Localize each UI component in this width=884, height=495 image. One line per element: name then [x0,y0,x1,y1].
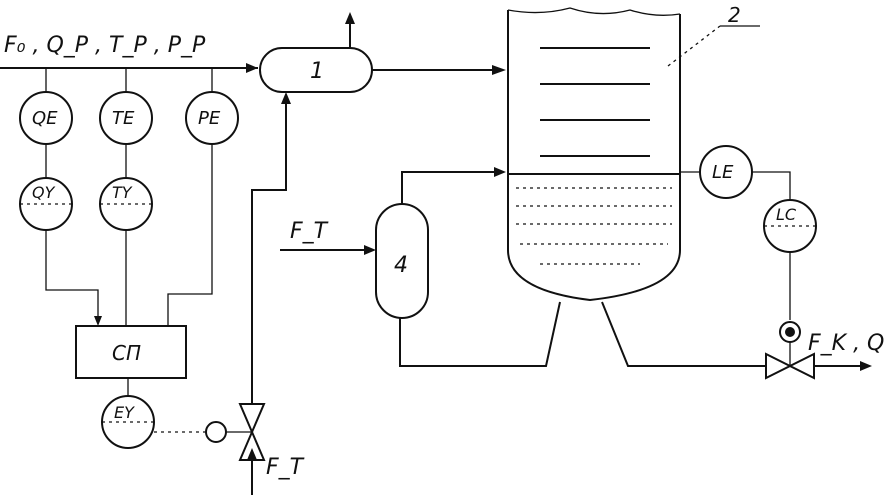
le-label: LE [712,162,734,183]
computer-block: СП [75,325,187,379]
ty-label: TY [112,183,133,202]
ey-actuator-controller: EY [101,395,155,449]
ty-transmitter: TY [99,177,153,231]
te-label: TE [112,108,135,129]
qy-transmitter: QY [19,177,73,231]
ey-label: EY [114,403,135,422]
computer-label: СП [112,341,141,365]
input-stream-label: F₀ , Q_P , T_P , P_P [4,33,206,58]
pe-sensor: PE [185,91,239,145]
fuel-input-label: F_T [266,455,305,480]
heater-label: 1 [310,59,324,84]
te-sensor: TE [99,91,153,145]
tank: 2 [399,3,766,367]
qy-label: QY [32,183,56,202]
fuel-valve: F_T [205,403,305,480]
tank-callout-label: 2 [728,3,741,27]
evaporator: 4 F_T [280,167,506,319]
level-control: LE LC F_K , Q_K [680,145,884,380]
evaporator-label: 4 [394,253,408,278]
qe-sensor: QE [19,91,73,145]
heater: 1 [251,12,506,495]
qe-label: QE [32,108,58,129]
output-stream-label: F_K , Q_K [808,331,884,356]
heating-input-label: F_T [290,219,329,244]
lc-label: LC [776,205,797,224]
input-stream: F₀ , Q_P , T_P , P_P [0,33,258,73]
pe-label: PE [198,108,221,129]
